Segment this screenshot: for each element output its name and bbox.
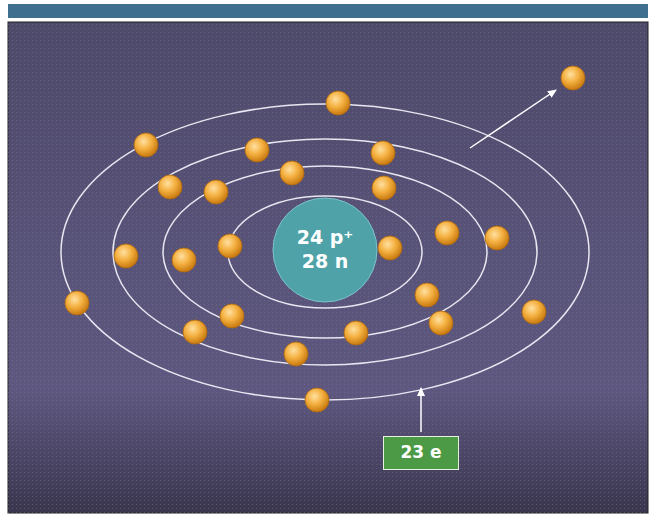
background [8, 22, 648, 513]
electron [522, 300, 546, 324]
electron [218, 234, 242, 258]
electron [371, 141, 395, 165]
electron [245, 138, 269, 162]
electron [183, 320, 207, 344]
electron [485, 226, 509, 250]
nucleus-label: 24 p⁺28 n [280, 210, 370, 290]
label-text: 28 n [302, 250, 349, 274]
electron [372, 176, 396, 200]
electrons [65, 66, 585, 412]
electron [305, 388, 329, 412]
texture [8, 22, 648, 513]
electron [134, 133, 158, 157]
electron [344, 321, 368, 345]
electron [435, 221, 459, 245]
electron [220, 304, 244, 328]
electron [378, 236, 402, 260]
electron [415, 283, 439, 307]
electron [280, 161, 304, 185]
electron [172, 248, 196, 272]
electron [158, 175, 182, 199]
electron [429, 311, 453, 335]
nucleus-circle [273, 198, 377, 302]
electron-count-box: 23 e [383, 436, 459, 470]
orbits [61, 104, 589, 400]
electron [204, 180, 228, 204]
label-text: 24 p⁺ [297, 226, 354, 250]
electron [114, 244, 138, 268]
electron [65, 291, 89, 315]
leader-arrow [420, 388, 422, 432]
escape-arrow [470, 90, 556, 148]
label-text: 23 e [400, 442, 441, 463]
electron [284, 342, 308, 366]
electron [326, 91, 350, 115]
top-bar [8, 4, 648, 18]
electron [561, 66, 585, 90]
